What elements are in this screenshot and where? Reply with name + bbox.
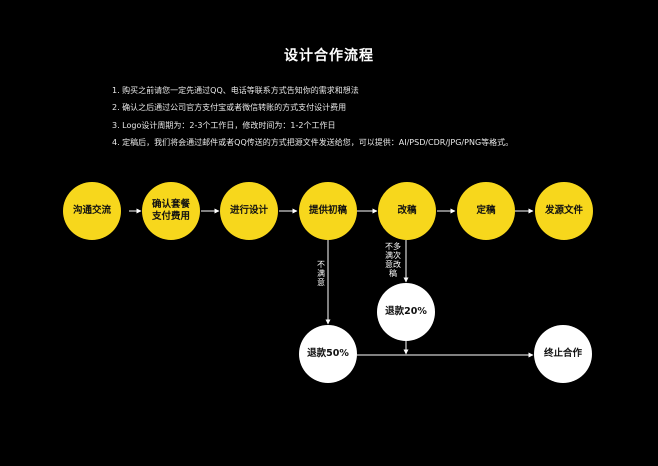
label-unsatisfied: 不 满 意 xyxy=(316,260,326,287)
step-design: 进行设计 xyxy=(220,182,278,240)
note-item: 1. 购买之前请您一定先通过QQ、电话等联系方式告知你的需求和想法 xyxy=(112,86,359,95)
notes-list: 1. 购买之前请您一定先通过QQ、电话等联系方式告知你的需求和想法 2. 确认之… xyxy=(112,82,642,151)
step-confirm-pay: 确认套餐 支付费用 xyxy=(142,182,200,240)
note-item: 2. 确认之后通过公司官方支付宝或者微信转账的方式支付设计费用 xyxy=(112,103,347,113)
note-item: 4. 定稿后，我们将会通过邮件或者QQ传送的方式把源文件发送给您，可以提供：AI… xyxy=(112,137,514,147)
outcome-terminate: 终止合作 xyxy=(534,325,592,383)
step-finalize: 定稿 xyxy=(457,182,515,240)
step-first-draft: 提供初稿 xyxy=(299,182,357,240)
step-send-source: 发源文件 xyxy=(535,182,593,240)
step-communicate: 沟通交流 xyxy=(63,182,121,240)
label-multi-revision: 不多 满次 意改 稿 xyxy=(383,242,403,278)
outcome-refund-50: 退款50% xyxy=(299,325,357,383)
page-title: 设计合作流程 xyxy=(284,48,374,64)
outcome-refund-20: 退款20% xyxy=(377,283,435,341)
note-item: 3. Logo设计周期为：2-3个工作日，修改时间为：1-2个工作日 xyxy=(112,120,336,130)
step-revise: 改稿 xyxy=(378,182,436,240)
